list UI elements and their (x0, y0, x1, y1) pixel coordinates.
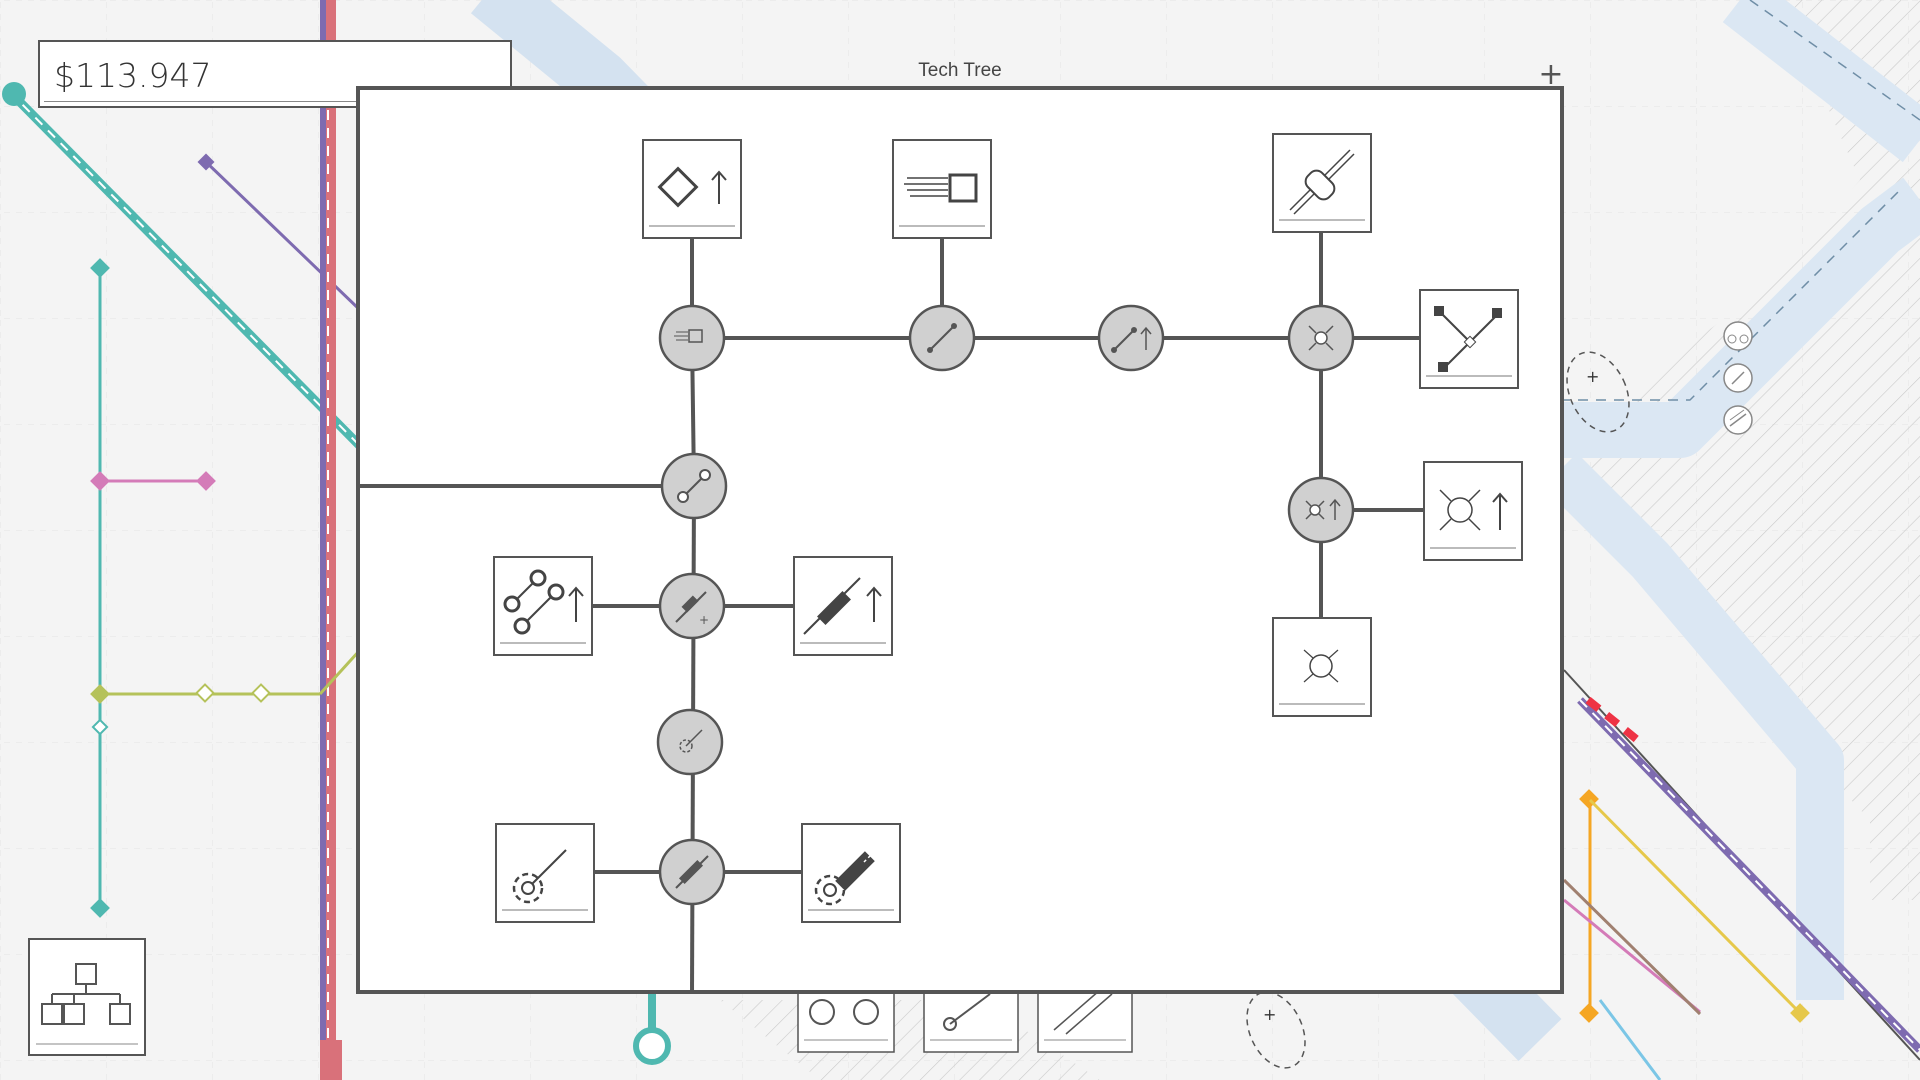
tech-node[interactable] (656, 708, 724, 776)
tech-node[interactable]: + (658, 572, 726, 640)
teal-station-bottom (633, 1027, 671, 1065)
org-chart-icon (36, 963, 138, 1045)
close-icon[interactable]: + (1538, 57, 1564, 92)
tech-card-express[interactable] (892, 139, 992, 239)
tech-card-bridge[interactable] (1272, 133, 1372, 233)
rail-card[interactable] (1037, 985, 1133, 1053)
tech-node[interactable] (1287, 476, 1355, 544)
tech-card-depot[interactable] (495, 823, 595, 923)
yellow-line (1588, 798, 1802, 1015)
money-value: $113.947 (54, 56, 212, 95)
tech-card-junction-upgrade[interactable] (1423, 461, 1523, 561)
tech-card-station-upgrade[interactable] (642, 139, 742, 239)
tech-node[interactable] (1097, 304, 1165, 372)
tech-tree-graph: + (360, 133, 1523, 990)
track-icon[interactable] (1723, 405, 1753, 435)
tech-node[interactable] (660, 452, 728, 520)
tech-card-crossing[interactable] (1272, 617, 1372, 717)
tech-node[interactable] (908, 304, 976, 372)
tech-card-depot-upgrade[interactable] (801, 823, 901, 923)
tech-node[interactable] (1287, 304, 1355, 372)
tech-card-line-upgrade[interactable] (493, 556, 593, 656)
svg-text:+: + (1586, 367, 1599, 386)
station-outline (1566, 351, 1630, 433)
teal-station (2, 82, 26, 106)
bike-card[interactable] (797, 985, 895, 1053)
tech-card-train-upgrade[interactable] (793, 556, 893, 656)
tech-node[interactable] (658, 838, 726, 906)
tech-node[interactable] (658, 304, 726, 372)
tech-card-junction[interactable] (1419, 289, 1519, 389)
tech-tree-title: Tech Tree (918, 60, 1002, 81)
svg-text:+: + (699, 613, 709, 627)
tech-tree-panel: + (356, 86, 1564, 994)
org-chart-button[interactable] (28, 938, 146, 1056)
bicycle-icon[interactable] (1723, 321, 1753, 351)
svg-text:+: + (1263, 1005, 1276, 1024)
track-card[interactable] (923, 985, 1019, 1053)
line-node-icon[interactable] (1723, 363, 1753, 393)
